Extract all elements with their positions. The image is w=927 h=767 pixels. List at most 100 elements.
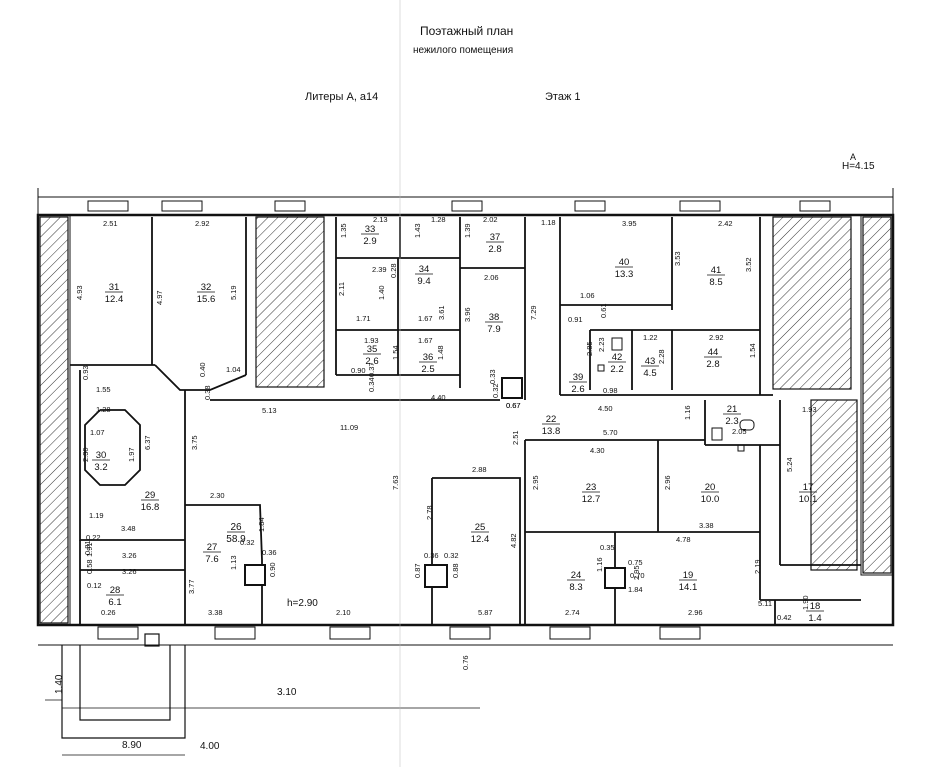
dimension-label: 0.90: [351, 366, 366, 375]
dimension-label: 0.26: [101, 608, 116, 617]
dimension-label: 1.18: [541, 218, 556, 227]
room-number: 26: [230, 522, 242, 533]
dimension-label: 3.48: [121, 524, 136, 533]
room-area: 2.8: [488, 244, 501, 255]
dimension-label: 3.95: [622, 219, 637, 228]
dimension-label: 2.28: [657, 349, 666, 364]
dimension-label: 6.37: [143, 435, 152, 450]
room-number: 23: [586, 482, 597, 493]
room-number: 38: [489, 312, 500, 323]
room-area: 10.1: [799, 494, 818, 505]
dimension-label: 0.93: [81, 365, 90, 380]
dimension-label: 2.92: [709, 333, 724, 342]
dimension-label: 4.97: [155, 290, 164, 305]
dimension-label: 5.13: [262, 406, 277, 415]
dimension-label: 0.98: [603, 386, 618, 395]
dimension-label: 2.78: [425, 505, 434, 520]
dimension-label: 2.02: [483, 215, 498, 224]
dimension-label: 1.40: [54, 674, 65, 694]
dimension-label: 2.95: [632, 565, 641, 580]
dimension-label: 2.92: [195, 219, 210, 228]
dimension-label: 2.30: [81, 447, 90, 462]
room-area: 2.6: [571, 384, 584, 395]
dimension-label: 1.04: [226, 365, 241, 374]
room-area: 12.7: [582, 494, 601, 505]
litera-label: Литеры А, а14: [305, 91, 379, 103]
dimension-label: 1.55: [96, 385, 111, 394]
dimension-label: 5.19: [229, 285, 238, 300]
outer-walls: [36, 188, 895, 646]
dimension-label: 2.95: [531, 475, 540, 490]
room-number: 24: [571, 570, 582, 581]
shafts: [244, 377, 626, 589]
dimension-label: 4.82: [509, 533, 518, 548]
dimension-label: 4.00: [200, 741, 220, 752]
windows: [87, 200, 831, 640]
dimension-label: 0.40: [198, 362, 207, 377]
room-area: 7.6: [205, 554, 218, 565]
room-number: 28: [110, 585, 121, 596]
plan-title: Поэтажный план: [420, 24, 514, 38]
room-number: 36: [423, 352, 434, 363]
room-area: 2.3: [725, 416, 738, 427]
dimension-label: 1.07: [90, 428, 105, 437]
dimension-label: 2.05: [732, 427, 747, 436]
dimension-label: 0.32: [240, 538, 255, 547]
dimension-label: 0.90: [268, 562, 277, 577]
dimension-label: 5.11: [758, 599, 772, 608]
dimension-label: 0.91: [568, 315, 583, 324]
dimension-label: 1.93: [802, 405, 817, 414]
room-number: 34: [419, 264, 430, 275]
dimension-label: 0.35: [600, 543, 615, 552]
dimension-label: 1.84: [628, 585, 643, 594]
room-number: 17: [803, 482, 814, 493]
room-number: 31: [109, 282, 120, 293]
room-area: 8.3: [569, 582, 582, 593]
dimension-label: 1.90: [801, 595, 810, 610]
room-number: 27: [207, 542, 218, 553]
dimension-label: 5.24: [785, 457, 794, 472]
room-number: 42: [612, 352, 623, 363]
dimension-label: 2.51: [103, 219, 118, 228]
room-area: 16.8: [141, 502, 160, 513]
room-area: 14.1: [679, 582, 698, 593]
dimension-label: 3.96: [463, 307, 472, 322]
room-number: 43: [645, 356, 656, 367]
dimension-label: 1.39: [463, 223, 472, 238]
dimension-label: 2.42: [718, 219, 733, 228]
room-number: 21: [727, 404, 738, 415]
dimension-label: 1.13: [229, 555, 238, 570]
dimension-label: 0.37: [367, 362, 376, 377]
dimension-label: 3.61: [437, 305, 446, 320]
dimension-label: 2.96: [663, 475, 672, 490]
room-number: 39: [573, 372, 584, 383]
dimension-label: 3.75: [190, 435, 199, 450]
floor-label: Этаж 1: [545, 91, 581, 103]
dimension-label: 0.12: [87, 581, 102, 590]
room-number: 40: [619, 257, 630, 268]
dimension-label: 5.70: [603, 428, 618, 437]
room-area: 7.9: [487, 324, 500, 335]
porch: [61, 633, 186, 739]
room-number: 29: [145, 490, 156, 501]
dimension-label: 2.96: [688, 608, 703, 617]
dimension-label: 0.88: [451, 563, 460, 578]
room-number: 41: [711, 265, 722, 276]
section-mark: А: [850, 152, 857, 162]
dimension-label: 3.77: [187, 579, 196, 594]
dimension-label: 7.63: [391, 475, 400, 490]
dimension-label: 2.30: [210, 491, 225, 500]
dimension-label: 1.91: [85, 542, 94, 557]
room-number: 18: [810, 601, 821, 612]
room-area: 3.2: [94, 462, 107, 473]
room-area: 2.5: [421, 364, 434, 375]
dimension-label: 0.58: [85, 559, 94, 574]
room-area: 13.8: [542, 426, 561, 437]
room-area: 4.5: [643, 368, 656, 379]
dimension-label: 1.54: [391, 345, 400, 360]
room-area: 13.3: [615, 269, 634, 280]
room-area: 9.4: [417, 276, 430, 287]
dimension-label: 0.36: [424, 551, 439, 560]
